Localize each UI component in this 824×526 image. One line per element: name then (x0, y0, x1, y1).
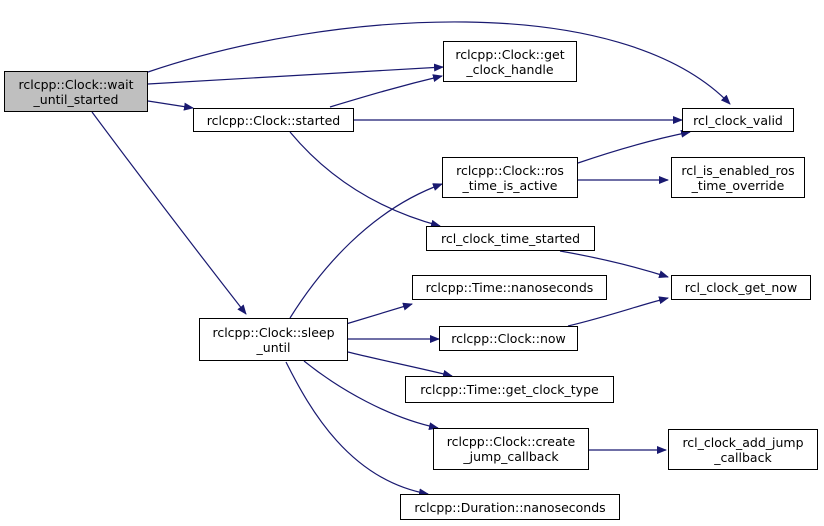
node-label: rclcpp::Time::nanoseconds (425, 280, 594, 295)
node-rcl-clock-time-started[interactable]: rcl_clock_time_started (426, 226, 595, 251)
node-label-line2: _callback (714, 449, 772, 465)
node-label-line1: rcl_is_enabled_ros (681, 162, 795, 178)
node-label: rcl_clock_get_now (684, 280, 798, 295)
node-duration-nanoseconds[interactable]: rclcpp::Duration::nanoseconds (400, 494, 620, 520)
node-time-get-clock-type[interactable]: rclcpp::Time::get_clock_type (405, 376, 614, 403)
edge-wait-to-sleep (91, 111, 247, 315)
edge-now-to-get-now (567, 296, 669, 327)
node-label-line1: rclcpp::Clock::get (455, 46, 565, 62)
edge-sleep-to-nanoseconds (345, 302, 413, 325)
node-label-line2: _until (256, 339, 291, 355)
edge-time-started-to-get-now (559, 250, 669, 279)
node-label: rclcpp::Time::get_clock_type (420, 382, 599, 397)
node-label-line2: _time_is_active (462, 177, 558, 193)
node-label-line2: _jump_callback (463, 449, 559, 464)
edge-started-to-get-handle (329, 74, 443, 108)
node-label: rcl_clock_valid (693, 112, 783, 128)
edge-wait-to-started (147, 100, 194, 111)
node-label-line1: rclcpp::Clock::sleep (212, 324, 335, 340)
node-label-line1: rclcpp::Clock::create (446, 434, 576, 449)
node-label-line1: rclcpp::Clock::ros (456, 162, 564, 178)
edge-sleep-to-duration-ns (285, 361, 429, 497)
node-rcl-clock-add-jump-callback[interactable]: rcl_clock_add_jump_callback (668, 429, 818, 470)
node-wait-until-started: rclcpp::Clock::wait_until_started (4, 71, 148, 112)
node-time-nanoseconds[interactable]: rclcpp::Time::nanoseconds (412, 275, 607, 300)
edge-wait-to-get-handle (147, 63, 444, 85)
node-get-clock-handle[interactable]: rclcpp::Clock::get_clock_handle (443, 41, 577, 82)
node-label: rclcpp::Duration::nanoseconds (414, 499, 606, 515)
edge-ros-active-to-valid (577, 129, 691, 164)
node-sleep-until[interactable]: rclcpp::Clock::sleep_until (199, 318, 348, 361)
node-create-jump-callback[interactable]: rclcpp::Clock::create_jump_callback (433, 428, 589, 470)
node-label: rcl_clock_time_started (440, 231, 581, 246)
node-clock-now[interactable]: rclcpp::Clock::now (439, 326, 578, 351)
node-label-line2: _clock_handle (466, 61, 554, 77)
node-rcl-clock-valid[interactable]: rcl_clock_valid (682, 108, 794, 132)
edge-wait-to-valid (147, 21, 731, 105)
node-label-line2: _time_override (691, 177, 785, 193)
node-label-line1: rclcpp::Clock::wait (18, 76, 134, 92)
edge-sleep-to-get-type (347, 351, 453, 378)
node-label: rclcpp::Clock::started (206, 112, 341, 128)
node-ros-time-is-active[interactable]: rclcpp::Clock::ros_time_is_active (442, 157, 578, 198)
edge-started-to-time-started (289, 131, 441, 228)
node-rcl-is-enabled-ros-time-override[interactable]: rcl_is_enabled_ros_time_override (671, 157, 805, 198)
edge-sleep-to-create-jump (303, 360, 439, 431)
node-label-line1: rcl_clock_add_jump (682, 434, 804, 450)
edge-sleep-to-ros-active (289, 183, 443, 319)
node-rcl-clock-get-now[interactable]: rcl_clock_get_now (671, 275, 811, 300)
node-started[interactable]: rclcpp::Clock::started (193, 108, 354, 132)
node-label: rclcpp::Clock::now (451, 331, 566, 346)
node-label-line2: _until_started (33, 91, 119, 107)
